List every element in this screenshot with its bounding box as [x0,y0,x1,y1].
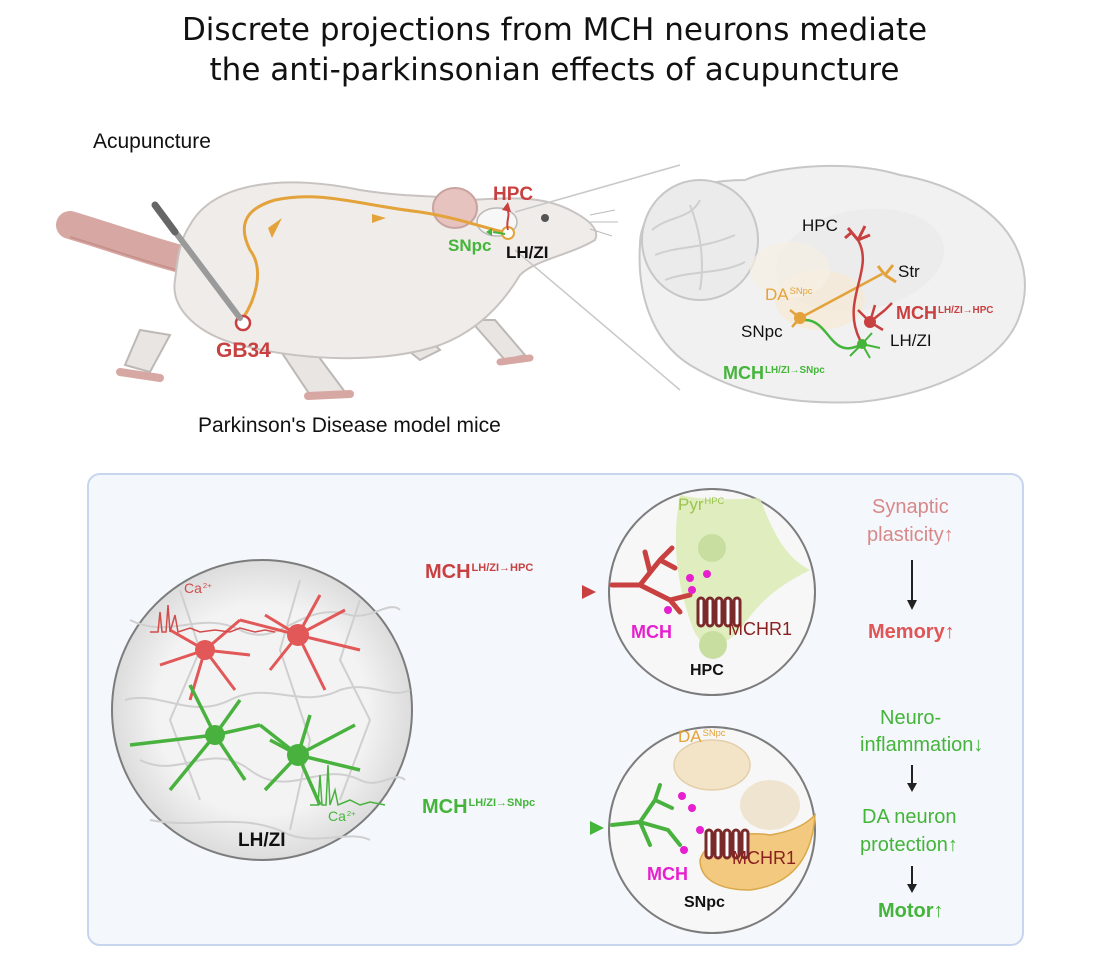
mouse-lhzi-label: LH/ZI [506,243,549,262]
outcome-neuro-line1: Neuro- [880,707,942,729]
acupuncture-label: Acupuncture [93,130,211,153]
outcome-da-line1: DA neuron [862,806,957,828]
mouse-hpc-label: HPC [493,184,534,205]
outcome-synaptic-line1: Synaptic [872,496,949,518]
brain-lhzi-label: LH/ZI [890,331,932,350]
sagittal-brain-illustration [638,164,1026,404]
figure-title-line-1: Discrete projections from MCH neurons me… [181,12,928,48]
snpc-region-label: SNpc [684,894,725,911]
calcium-trace-green-label: Ca2+ [328,808,356,824]
hpc-region-label: HPC [690,662,724,679]
projection-snpc-label: MCHLH/ZI→SNpc [422,796,536,818]
outcome-memory: Memory↑ [868,621,955,643]
brain-mch-hpc-label: MCHLH/ZI→HPC [896,303,994,323]
outcome-neuro-line2: inflammation↓ [860,734,984,756]
calcium-trace-red-label: Ca2+ [184,580,212,596]
model-caption: Parkinson's Disease model mice [198,414,501,437]
brain-mch-snpc-label: MCHLH/ZI→SNpc [723,363,825,383]
gb34-label: GB34 [216,339,271,362]
mouse-snpc-label: SNpc [448,236,492,255]
hpc-mchr1-label: MCHR1 [728,619,793,639]
snpc-mchr1-label: MCHR1 [732,848,797,868]
hpc-mch-label: MCH [631,622,672,642]
pyr-hpc-label: PyrHPC [678,495,725,514]
da-snpc-label: DASNpc [678,727,726,746]
snpc-mch-label: MCH [647,864,688,884]
outcome-synaptic-line2: plasticity↑ [867,524,954,546]
outcome-da-line2: protection↑ [860,834,958,856]
outcome-motor: Motor↑ [878,900,944,922]
figure-title-line-2: the anti-parkinsonian effects of acupunc… [209,52,900,88]
brain-da-label: DASNpc [765,285,813,304]
lhzi-neuron-circle [111,559,413,861]
projection-hpc-label: MCHLH/ZI→HPC [425,561,534,583]
brain-str-label: Str [898,262,920,281]
lhzi-circle-label: LH/ZI [238,830,286,851]
brain-snpc-label: SNpc [741,322,783,341]
brain-hpc-label: HPC [802,216,838,235]
mouse-illustration [56,181,618,400]
